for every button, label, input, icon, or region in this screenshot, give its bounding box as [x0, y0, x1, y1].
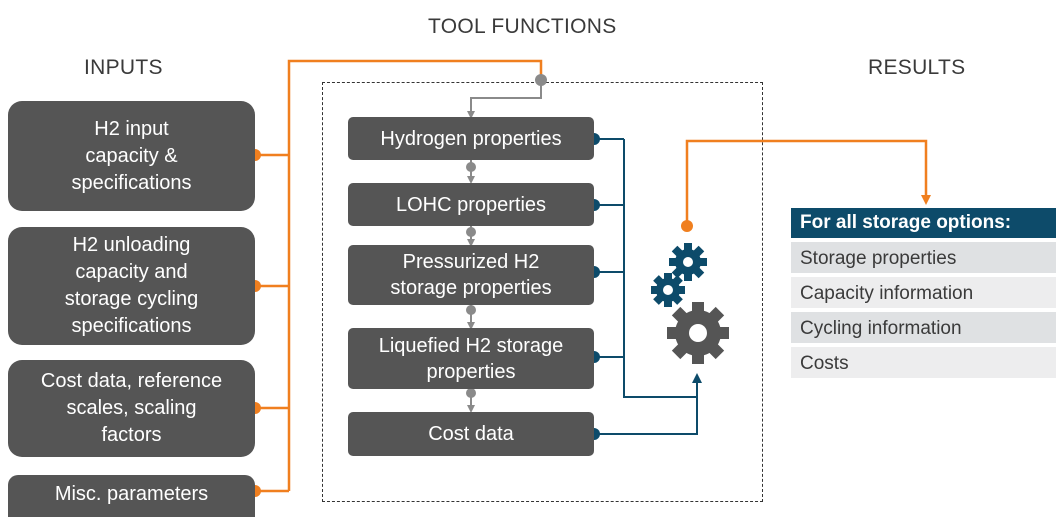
gear-icon-large-gray	[667, 302, 729, 364]
results-row-capacity-information: Capacity information	[791, 275, 1056, 308]
function-lohc-properties: LOHC properties	[348, 183, 594, 226]
input-label: H2 unloading capacity and storage cyclin…	[64, 234, 199, 337]
input-label: H2 input capacity & specifications	[71, 117, 192, 194]
input-label: Cost data, reference scales, scaling fac…	[40, 370, 223, 446]
function-hydrogen-properties: Hydrogen properties	[348, 117, 594, 160]
function-liquefied-h2: Liquefied H2 storage properties	[348, 328, 594, 389]
gears-icon	[651, 243, 729, 364]
function-pressurized-h2: Pressurized H2 storage properties	[348, 245, 594, 305]
results-row-storage-properties: Storage properties	[791, 240, 1056, 273]
function-label: LOHC properties	[395, 193, 547, 216]
inputs-header: INPUTS	[84, 56, 163, 79]
input-h2-unloading: H2 unloading capacity and storage cyclin…	[8, 227, 255, 345]
function-label: Liquefied H2 storage properties	[378, 334, 564, 383]
function-label: Hydrogen properties	[380, 127, 562, 150]
input-cost-data: Cost data, reference scales, scaling fac…	[8, 360, 255, 457]
input-label: Misc. parameters	[54, 483, 209, 505]
gear-icon-medium-teal	[651, 273, 685, 307]
tool-functions-header: TOOL FUNCTIONS	[428, 15, 617, 38]
results-row-costs: Costs	[791, 345, 1056, 378]
gear-icon-small-teal	[669, 243, 707, 281]
function-label: Pressurized H2 storage properties	[390, 251, 552, 299]
function-cost-data: Cost data	[348, 412, 594, 456]
input-misc-parameters: Misc. parameters	[8, 475, 255, 517]
input-h2-capacity: H2 input capacity & specifications	[8, 101, 255, 211]
results-header: RESULTS	[868, 56, 966, 79]
function-label: Cost data	[428, 423, 514, 445]
results-row-cycling-information: Cycling information	[791, 310, 1056, 343]
results-arrow	[685, 139, 931, 226]
results-table-header: For all storage options:	[791, 208, 1056, 238]
